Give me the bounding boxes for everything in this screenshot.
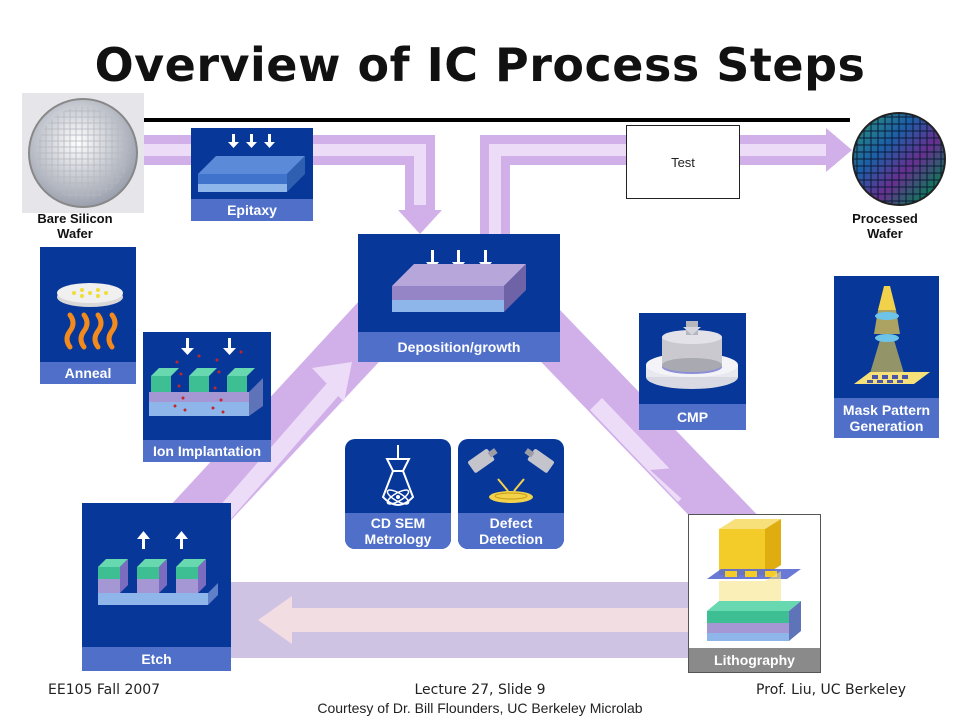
ion-implantation-label: Ion Implantation [143, 440, 271, 462]
deposition-label: Deposition/growth [358, 332, 560, 362]
page-title: Overview of IC Process Steps [94, 38, 866, 92]
footer-author: Prof. Liu, UC Berkeley [756, 682, 906, 698]
footer-slide: Lecture 27, Slide 9 [414, 682, 546, 698]
deposition-icon [392, 250, 526, 312]
ion-implantation-icon [149, 338, 263, 416]
epitaxy-icon [198, 134, 305, 192]
arrow-bottom [150, 582, 720, 658]
mask-pattern-label: Mask Pattern Generation [834, 398, 939, 438]
bare-wafer-icon [22, 93, 144, 213]
lithography-icon [707, 519, 801, 641]
step-anneal[interactable]: Anneal [40, 247, 136, 384]
step-defect-detection[interactable]: Defect Detection [458, 439, 564, 549]
defect-detection-label: Defect Detection [458, 513, 564, 549]
step-cd-sem[interactable]: CD SEM Metrology [345, 439, 451, 549]
epitaxy-label: Epitaxy [191, 199, 313, 221]
step-test[interactable]: Test [626, 125, 740, 199]
step-epitaxy[interactable]: Epitaxy [191, 128, 313, 221]
etch-icon [98, 531, 218, 605]
lithography-label: Lithography [689, 648, 820, 672]
bare-wafer-label: Bare Silicon Wafer [37, 211, 113, 241]
mask-pattern-icon [854, 286, 930, 384]
anneal-label: Anneal [40, 362, 136, 384]
step-cmp[interactable]: CMP [639, 313, 746, 430]
cd-sem-label: CD SEM Metrology [345, 513, 451, 549]
test-label: Test [671, 154, 695, 170]
defect-detection-icon [468, 448, 554, 503]
title-rule [140, 118, 850, 122]
anneal-icon [57, 283, 123, 350]
step-ion-implantation[interactable]: Ion Implantation [143, 332, 271, 462]
step-etch[interactable]: Etch [82, 503, 231, 671]
cmp-icon [646, 321, 738, 389]
step-deposition[interactable]: Deposition/growth [358, 234, 560, 362]
footer-courtesy: Courtesy of Dr. Bill Flounders, UC Berke… [317, 700, 643, 716]
etch-label: Etch [82, 647, 231, 671]
processed-wafer-icon [852, 112, 946, 206]
processed-wafer-label: Processed Wafer [852, 211, 918, 241]
step-lithography[interactable]: Lithography [688, 514, 821, 673]
cmp-label: CMP [639, 404, 746, 430]
footer-course: EE105 Fall 2007 [48, 682, 161, 698]
cd-sem-icon [381, 445, 415, 506]
step-mask-pattern[interactable]: Mask Pattern Generation [834, 276, 939, 438]
